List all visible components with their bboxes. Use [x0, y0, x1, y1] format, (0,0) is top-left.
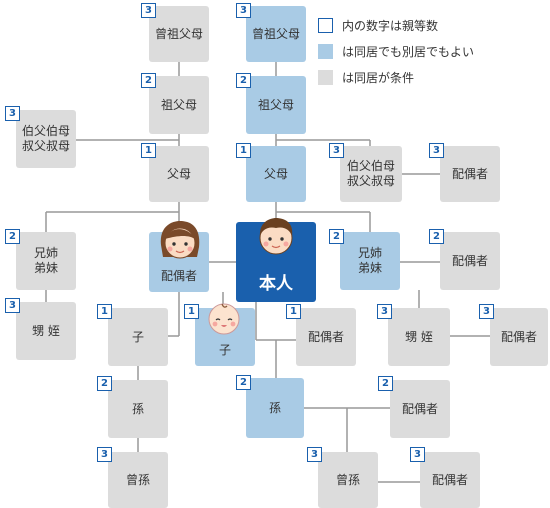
node-label: 曾祖父母	[251, 26, 300, 41]
sibling-left: 兄姉 弟妹	[16, 232, 76, 290]
sibling-spouse: 配偶者	[440, 232, 500, 290]
degree-badge: 3	[307, 447, 322, 462]
degree-badge: 3	[97, 447, 112, 462]
node-label: 兄姉 弟妹	[33, 246, 58, 275]
degree-badge: 1	[286, 304, 301, 319]
node-label: 配偶者	[160, 269, 197, 283]
degree-badge: 2	[378, 376, 393, 391]
degree-badge: 2	[329, 229, 344, 244]
parent-right: 父母	[246, 146, 306, 202]
child-avatar-icon	[208, 303, 240, 335]
spouse-child: 子	[108, 308, 168, 366]
degree-badge: 3	[329, 143, 344, 158]
nephew-left: 甥 姪	[16, 302, 76, 360]
degree-badge: 3	[5, 106, 20, 121]
great-grandchild-spouse: 配偶者	[420, 452, 480, 508]
node-label: 子	[218, 343, 231, 357]
degree-badge: 2	[429, 229, 444, 244]
node-label: 甥 姪	[405, 329, 433, 344]
degree-badge: 2	[236, 73, 251, 88]
legend-degree-note: 内の数字は親等数	[318, 16, 438, 34]
node-label: 配偶者	[431, 472, 468, 487]
spouse-grandchild: 孫	[108, 380, 168, 438]
degree-badge: 3	[377, 304, 392, 319]
degree-badge: 3	[236, 3, 251, 18]
degree-badge: 1	[97, 304, 112, 319]
legend-gray-swatch	[318, 69, 333, 85]
legend-gray-note: は同居が条件	[318, 68, 414, 86]
parent-left: 父母	[149, 146, 209, 202]
legend-text: 内の数字は親等数	[342, 18, 439, 33]
node-label: 配偶者	[451, 166, 488, 181]
grandchild-node: 孫	[246, 378, 304, 438]
legend-badge-swatch	[318, 17, 333, 33]
sibling-right: 兄姉 弟妹	[340, 232, 400, 290]
node-label: 甥 姪	[32, 323, 60, 338]
uncle-aunt-left: 伯父伯母 叔父叔母	[16, 110, 76, 168]
node-label: 伯父伯母 叔父叔母	[346, 159, 395, 188]
node-label: 父母	[166, 166, 191, 181]
degree-badge: 1	[236, 143, 251, 158]
great-grandparent-left: 曾祖父母	[149, 6, 209, 62]
node-label: 伯父伯母 叔父叔母	[21, 124, 70, 153]
degree-badge: 2	[5, 229, 20, 244]
self-avatar-icon	[259, 218, 293, 255]
node-label: 祖父母	[257, 97, 294, 112]
degree-badge: 3	[410, 447, 425, 462]
legend-blue-note: は同居でも別居でもよい	[318, 42, 474, 60]
child-spouse: 配偶者	[296, 308, 356, 366]
degree-badge: 3	[479, 304, 494, 319]
grandparent-left: 祖父母	[149, 76, 209, 134]
degree-badge: 2	[236, 375, 251, 390]
node-label: 父母	[263, 166, 288, 181]
grandchild-spouse: 配偶者	[390, 380, 450, 438]
node-label: 配偶者	[451, 253, 488, 268]
legend-blue-swatch	[318, 43, 333, 59]
great-grandparent-right: 曾祖父母	[246, 6, 306, 62]
great-grandchild-node: 曾孫	[318, 452, 378, 508]
grandparent-right: 祖父母	[246, 76, 306, 134]
nephew-spouse: 配偶者	[490, 308, 548, 366]
uncle-aunt-spouse: 配偶者	[440, 146, 500, 202]
degree-badge: 3	[5, 298, 20, 313]
legend-text: は同居が条件	[342, 70, 415, 85]
node-label: 孫	[268, 400, 281, 415]
node-label: 曾孫	[125, 472, 150, 487]
degree-badge: 3	[141, 3, 156, 18]
degree-badge: 3	[429, 143, 444, 158]
node-label: 配偶者	[307, 329, 344, 344]
node-label: 曾祖父母	[154, 26, 203, 41]
spouse-great-grandchild: 曾孫	[108, 452, 168, 508]
nephew-right: 甥 姪	[388, 308, 450, 366]
node-label: 子	[131, 329, 144, 344]
degree-badge: 2	[97, 376, 112, 391]
degree-badge: 1	[184, 304, 199, 319]
node-label: 配偶者	[500, 329, 537, 344]
node-label: 曾孫	[335, 472, 360, 487]
node-label: 本人	[259, 274, 293, 294]
node-label: 兄姉 弟妹	[357, 246, 382, 275]
uncle-aunt-right: 伯父伯母 叔父叔母	[340, 146, 402, 202]
node-label: 配偶者	[401, 401, 438, 416]
node-label: 祖父母	[160, 97, 197, 112]
degree-badge: 1	[141, 143, 156, 158]
degree-badge: 2	[141, 73, 156, 88]
node-label: 孫	[131, 401, 144, 416]
spouse-avatar-icon	[160, 221, 200, 259]
legend-text: は同居でも別居でもよい	[342, 44, 475, 59]
